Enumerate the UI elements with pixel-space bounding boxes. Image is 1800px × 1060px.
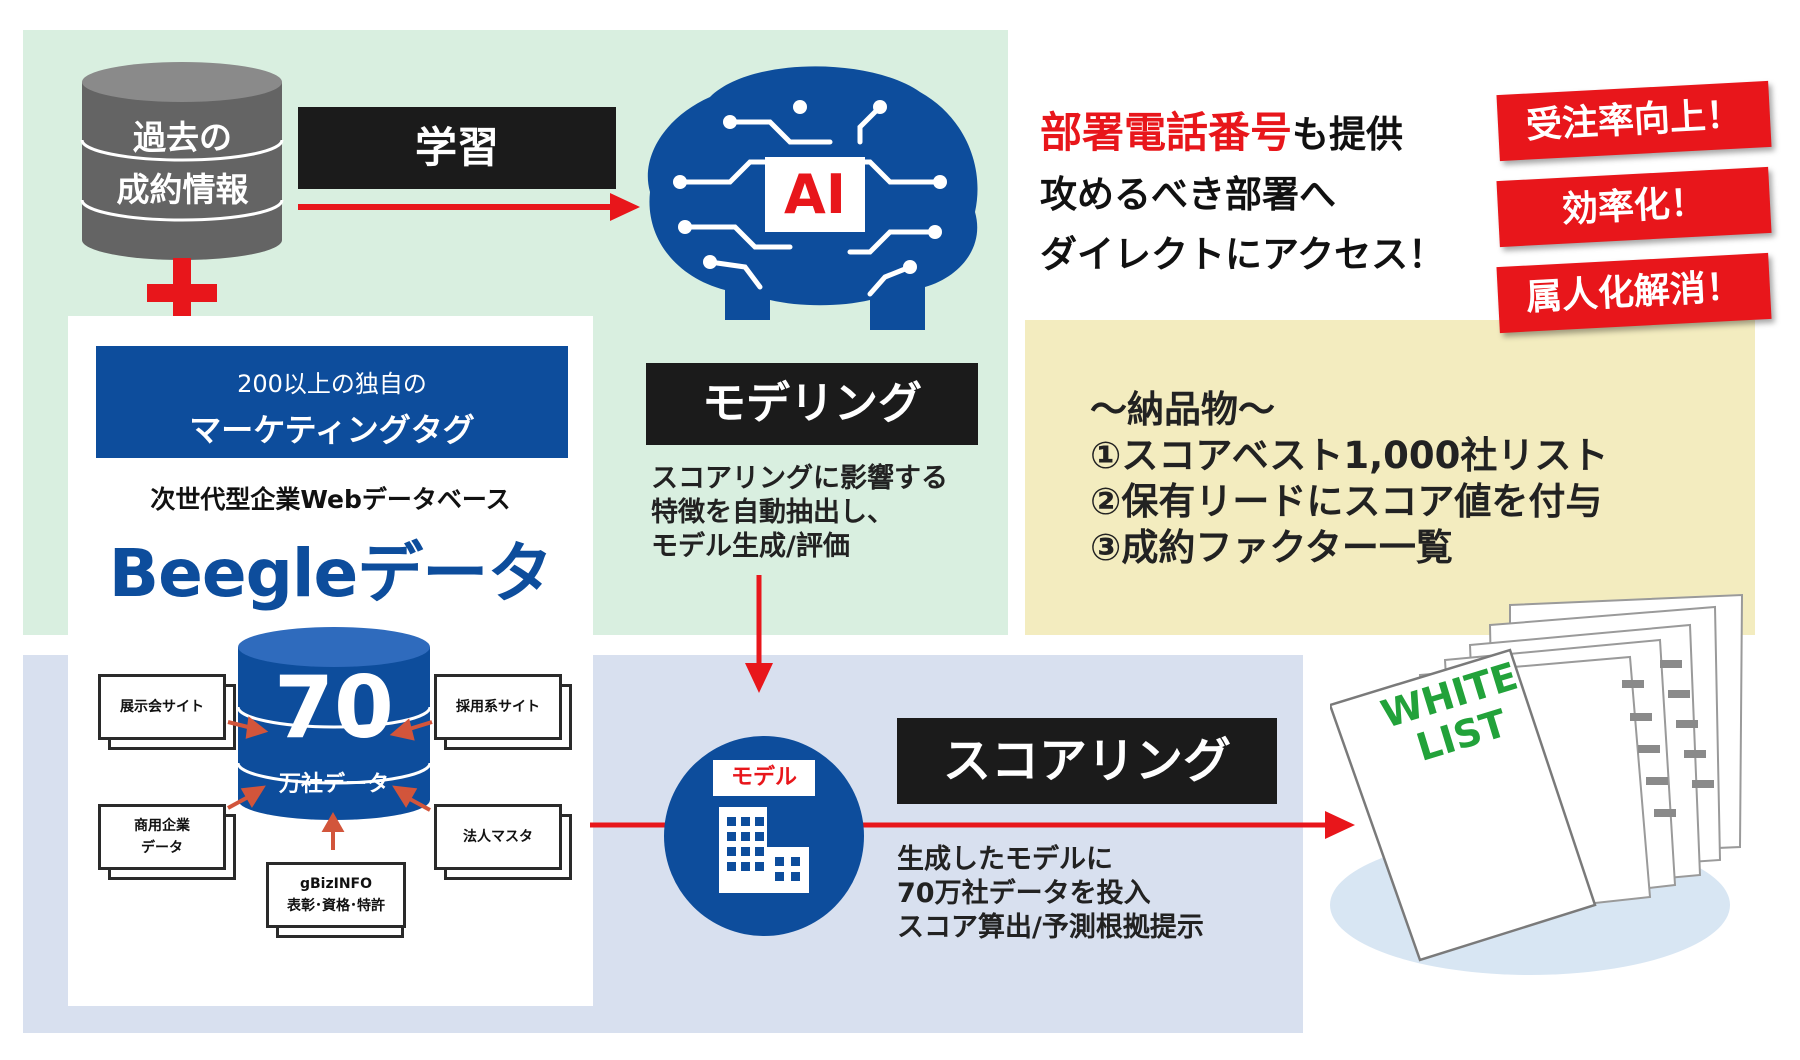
deliverable-item: ①スコアベスト1,000社リスト <box>1090 434 1609 477</box>
scoring-description: 生成したモデルに 70万社データを投入 スコア算出/予測根拠提示 <box>897 843 1297 945</box>
headline-line1-rest: も提供 <box>1292 113 1404 156</box>
beegle-title: Beegleデータ <box>108 535 553 612</box>
marketing-tag-line2: マーケティングタグ <box>189 411 475 449</box>
source-corporate-master: 法人マスタ <box>434 804 562 870</box>
deliverables-title: 〜納品物〜 <box>1090 388 1275 431</box>
past-db-line1: 過去の <box>133 118 232 157</box>
headline-line3: ダイレクトにアクセス！ <box>1040 233 1446 276</box>
benefit-tag: 受注率向上！ <box>1496 80 1772 162</box>
modeling-desc-line: 特徴を自動抽出し、 <box>651 497 894 528</box>
scoring-desc-line: 生成したモデルに <box>897 844 1113 875</box>
ai-label: AI <box>784 163 846 226</box>
modeling-label: モデリング <box>646 363 978 445</box>
learning-label: 学習 <box>298 107 616 189</box>
plus-icon <box>147 258 217 328</box>
modeling-description: スコアリングに影響する 特徴を自動抽出し、 モデル生成/評価 <box>651 462 1011 564</box>
learning-arrow <box>298 193 640 221</box>
source-gbizinfo: gBizINFO 表彰･資格･特許 <box>266 862 406 928</box>
company-count-number: 70 <box>274 658 394 758</box>
source-recruit-sites: 採用系サイト <box>434 674 562 740</box>
headline-line2: 攻めるべき部署へ <box>1040 173 1336 216</box>
deliverable-item: ②保有リードにスコア値を付与 <box>1090 480 1603 523</box>
headline-line1: 部署電話番号も提供 <box>1040 103 1510 165</box>
marketing-tag-box: 200以上の独自の マーケティングタグ <box>96 346 568 458</box>
source-exhibition-sites: 展示会サイト <box>98 674 226 740</box>
deliverables-panel <box>1025 320 1755 635</box>
headline-red-text: 部署電話番号 <box>1040 108 1293 157</box>
scoring-desc-line: スコア算出/予測根拠提示 <box>897 912 1204 943</box>
model-building-icon <box>664 736 864 936</box>
modeling-desc-line: スコアリングに影響する <box>651 463 948 494</box>
whitelist-documents-icon <box>1330 593 1744 975</box>
scoring-label: スコアリング <box>897 718 1277 804</box>
source-commercial-data: 商用企業 データ <box>98 804 226 870</box>
company-data-database-icon <box>236 627 432 820</box>
past-db-line2: 成約情報 <box>116 170 249 209</box>
past-contracts-database-icon <box>80 62 284 260</box>
company-count-unit: 万社データ <box>278 772 389 797</box>
source-commercial-line1: 商用企業 <box>134 818 190 834</box>
ai-brain-icon <box>647 66 978 331</box>
modeling-desc-line: モデル生成/評価 <box>651 531 850 562</box>
model-label: モデル <box>730 765 797 790</box>
beegle-subtitle: 次世代型企業Webデータベース <box>150 485 511 514</box>
modeling-down-arrow <box>745 575 773 693</box>
source-arrows <box>227 716 433 850</box>
marketing-tag-line1: 200以上の独自の <box>237 370 427 398</box>
source-gbiz-line1: gBizINFO <box>299 876 373 892</box>
headline: 部署電話番号も提供 攻めるべき部署へ ダイレクトにアクセス！ <box>1040 103 1510 285</box>
deliverable-item: ③成約ファクター一覧 <box>1090 526 1453 569</box>
benefit-tag: 効率化！ <box>1496 166 1772 248</box>
source-commercial-line2: データ <box>141 840 183 856</box>
source-gbiz-line2: 表彰･資格･特許 <box>287 898 385 914</box>
scoring-desc-line: 70万社データを投入 <box>897 878 1151 909</box>
deliverables-list: 〜納品物〜 ①スコアベスト1,000社リスト ②保有リードにスコア値を付与 ③成… <box>1090 387 1650 571</box>
